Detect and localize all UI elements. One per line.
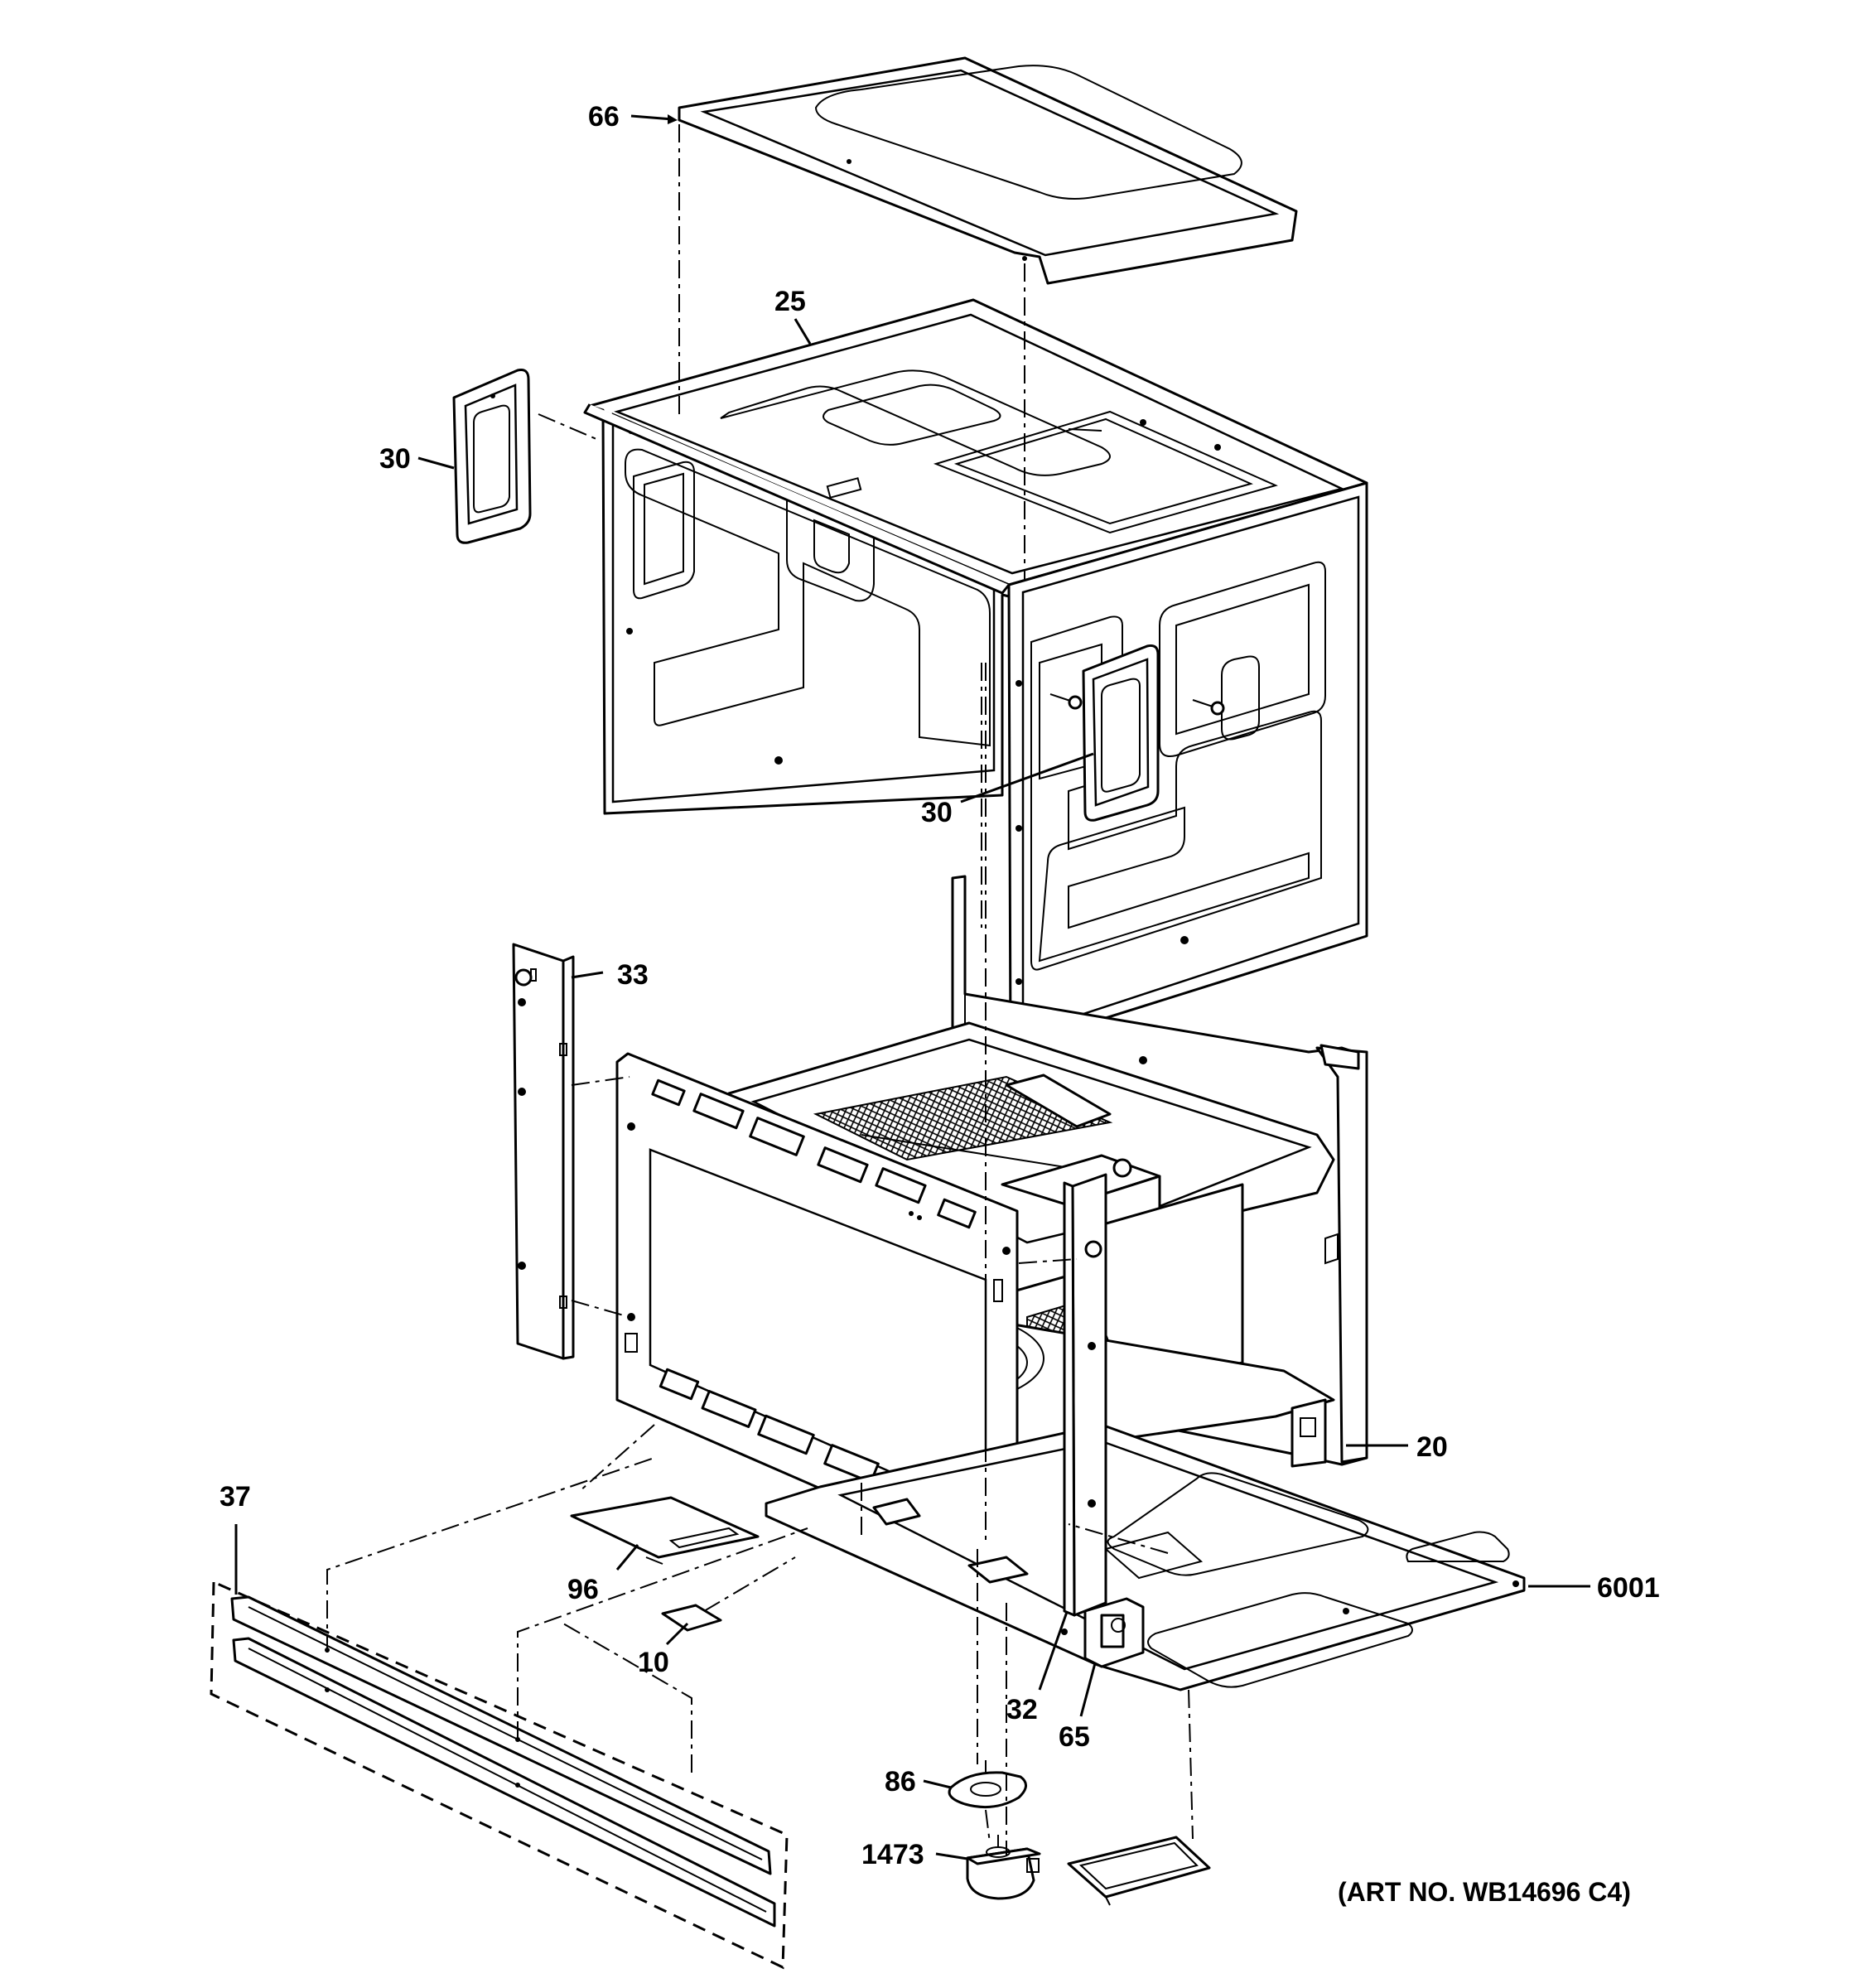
part-86-coupler [948,1760,1027,1809]
part-65-block [1083,1597,1145,1668]
art-number: (ART NO. WB14696 C4) [1338,1877,1631,1907]
screw-right [1192,699,1225,716]
callout-10: 10 [638,1647,669,1678]
callout-30-upper: 30 [379,443,411,475]
assembly-lines [326,124,1194,1855]
callout-25: 25 [774,286,806,317]
callout-20: 20 [1416,1431,1448,1463]
motor-cover-plate [1067,1836,1211,1906]
callout-33: 33 [617,959,649,991]
callout-6001: 6001 [1597,1572,1660,1604]
part-32-right-bracket [1063,1173,1107,1617]
part-37-rail-group [210,1580,789,1970]
leader-lines [234,114,1590,1860]
callout-37: 37 [220,1481,251,1513]
part-25-outer-case [583,298,1368,1049]
callout-labels: 66 25 30 30 33 20 37 96 6001 10 32 65 86… [220,101,1660,1907]
part-30-gasket-upper [452,369,532,544]
part-10-small-plate [661,1604,722,1632]
callout-32: 32 [1006,1694,1038,1725]
part-33-left-bracket [512,943,575,1360]
part-1473-motor [966,1835,1041,1900]
callout-66: 66 [588,101,620,133]
callout-65: 65 [1059,1721,1090,1753]
part-30-gasket-lower [1082,644,1160,822]
callout-96: 96 [567,1574,599,1605]
callout-86: 86 [885,1766,916,1797]
part-96-bottom-plate [570,1496,760,1565]
callout-1473: 1473 [861,1839,924,1870]
callout-30-lower: 30 [921,797,953,828]
front-frame [615,1052,1019,1571]
screw-left [1049,693,1083,710]
part-66-top-cover [678,56,1298,285]
